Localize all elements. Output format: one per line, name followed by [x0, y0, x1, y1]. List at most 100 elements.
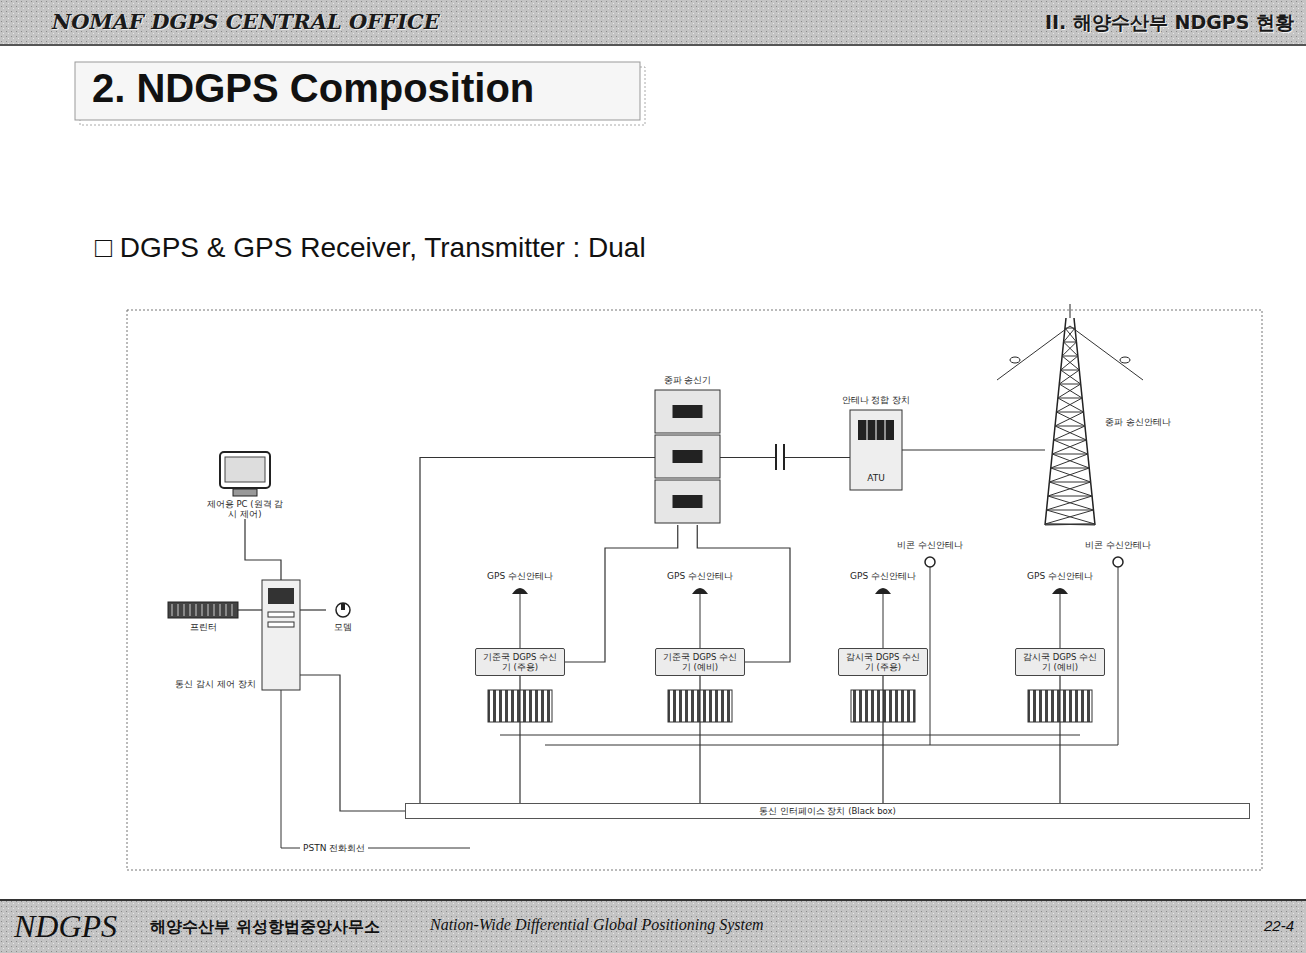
box-text: 모뎀 [326, 620, 360, 632]
title-box [75, 62, 640, 120]
tower-rung [1045, 524, 1095, 525]
gps-antenna [1052, 588, 1068, 594]
guy-arm [1070, 326, 1143, 380]
rack-unit [655, 390, 720, 433]
tower-brace [1055, 426, 1086, 440]
tower-rung [1055, 426, 1085, 427]
receiver-box: 감시국 DGPS 수신기 (주용) [838, 648, 928, 676]
tower-brace [1054, 440, 1088, 454]
connector-line [300, 609, 326, 610]
tower-brace [1062, 342, 1076, 356]
insulator [1010, 357, 1020, 363]
printer-body [168, 602, 238, 618]
tower-rung [1061, 370, 1080, 371]
tower-brace [1052, 454, 1089, 468]
tower-brace [1052, 440, 1086, 454]
box-text: ATU [850, 473, 902, 484]
box-text: 감시국 DGPS 수신기 (예비) [1020, 652, 1100, 672]
cable [500, 735, 1080, 736]
panel-slot [876, 420, 877, 440]
connector-line [519, 676, 520, 803]
atu-case [850, 410, 902, 490]
tower-rung [1062, 356, 1078, 357]
footer-rule [0, 899, 1306, 901]
tower-rung [1047, 510, 1094, 511]
antenna-label: GPS 수신안테나 [667, 570, 733, 583]
gps-antenna [875, 588, 891, 594]
device-drawing [168, 598, 238, 620]
mast-top [1070, 304, 1071, 318]
connector-line [1059, 676, 1060, 803]
tower-brace [1054, 426, 1085, 440]
phone-line [281, 690, 470, 848]
device-graphic [326, 600, 360, 620]
device-label: 중파 송신안테나 [1105, 416, 1171, 427]
printer-slot [178, 604, 179, 616]
antenna-label: GPS 수신안테나 [1027, 570, 1093, 583]
tower-rung [1054, 440, 1087, 441]
tower-brace [1056, 412, 1084, 426]
capacitor-symbol [775, 444, 777, 470]
printer-slot [220, 604, 221, 616]
control-computer: 통신 감시 제어 장치 [262, 580, 300, 690]
connector-line [697, 525, 790, 662]
antenna-cable [930, 567, 931, 745]
unit-panel [673, 495, 703, 508]
diagram-frame [127, 310, 1262, 870]
capacitor-gap [776, 444, 784, 470]
tower-brace [1064, 342, 1078, 356]
tower-rung [1064, 342, 1077, 343]
pc-drive [268, 612, 294, 617]
antenna-label: GPS 수신안테나 [850, 570, 916, 583]
printer-slot [208, 604, 209, 616]
tower-brace [1061, 356, 1078, 370]
tower-brace [1062, 356, 1079, 370]
bullet-text: □ DGPS & GPS Receiver, Transmitter : Dua… [95, 232, 646, 264]
connector-line [420, 458, 655, 804]
pc-case [262, 580, 300, 690]
header-band [0, 0, 1306, 45]
tower-brace [1045, 524, 1095, 525]
rack-unit [655, 435, 720, 478]
antenna-label: GPS 수신안테나 [487, 570, 553, 583]
line-label: PSTN 전화회선 [300, 842, 368, 855]
rack-unit [655, 480, 720, 523]
header-text: NOMAF DGPS CENTRAL OFFICE [52, 9, 440, 34]
monitor-base [233, 489, 257, 496]
transmitter-rack: 중파 송신기 [655, 390, 720, 525]
pc-display [268, 588, 294, 604]
beacon-antenna [1113, 557, 1123, 567]
receiver-box: 기준국 DGPS 수신기 (예비) [655, 648, 745, 676]
device-drawing [262, 580, 300, 690]
device-label: 중파 송신기 [664, 375, 712, 386]
box-text: 감시국 DGPS 수신기 (주용) [843, 652, 923, 672]
tower-brace [1048, 482, 1091, 496]
slide-title: 2. NDGPS Composition [92, 66, 534, 111]
modem-icon [336, 603, 350, 617]
antenna-mast [1060, 594, 1061, 648]
printer-slot [202, 604, 203, 616]
connector-line [699, 676, 700, 803]
gps-antenna [512, 588, 528, 594]
tower-brace [1059, 384, 1082, 398]
printer-slot [172, 604, 173, 616]
connector-line [245, 519, 281, 580]
printer-slot [214, 604, 215, 616]
beacon-antenna [925, 557, 935, 567]
printer: 프린터 [168, 598, 238, 632]
connector-line [300, 675, 405, 811]
cable [545, 745, 1118, 746]
footer-band [0, 900, 1306, 953]
box-text: 기준국 DGPS 수신기 (주용) [480, 652, 560, 672]
tower-brace [1045, 524, 1095, 525]
capacitor-symbol [783, 444, 785, 470]
tower-rung [1051, 468, 1089, 469]
tower-brace [1061, 370, 1081, 384]
tower-brace [1059, 370, 1079, 384]
tower-brace [1058, 398, 1084, 412]
footer-logo: NDGPS [14, 908, 117, 945]
tower-rung [1052, 454, 1088, 455]
connector-line [238, 609, 262, 610]
section-heading: II. 해양수산부 NDGPS 현황 [1045, 10, 1294, 36]
